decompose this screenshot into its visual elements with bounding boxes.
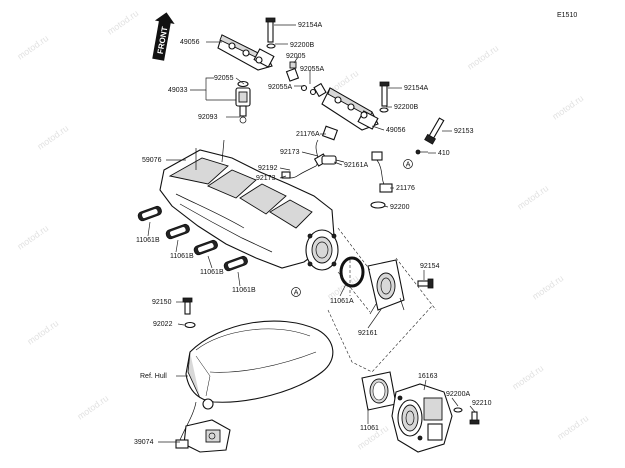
front-arrow-icon: FRONT [152,12,175,61]
part-label: 11061A [330,298,354,305]
washer-92022 [184,321,196,329]
part-label: 410 [438,150,450,157]
watermark: motod.ru [550,93,585,122]
part-label: 92055 [214,75,234,82]
gasket-11061B [223,255,248,272]
svg-text:A: A [406,162,411,169]
watermark: motod.ru [35,123,70,152]
sensor-21176 [371,151,393,193]
part-label: 92192 [258,165,278,172]
part-label: 11061B [136,237,160,244]
gasket-11061B [165,223,190,240]
part-label: 92173 [256,175,276,182]
part-label: 11061 [360,425,379,432]
part-label: 11061B [232,287,256,294]
assembly-guide-lines [327,227,437,373]
watermark: motod.ru [75,393,110,422]
gasket-11061B [137,205,162,222]
part-label: 92055A [268,84,292,91]
part-label: 92200 [390,204,410,211]
part-label: 92200B [394,104,418,111]
bolt-92150 [182,297,193,315]
leader-lines [147,24,476,443]
part-label: 92093 [198,114,218,121]
watermark: motod.ru [555,413,590,442]
washer-92200 [370,201,386,209]
part-label: 92005 [286,53,306,60]
watermark: motod.ru [25,318,60,347]
part-label: 92200B [290,42,314,49]
throttle-body-16163 [391,383,453,453]
part-label: 92154 [420,263,440,270]
part-labels: 92154A 49056 92200B 92005 92055A 92055 4… [134,22,492,446]
part-label: 39074 [134,439,154,446]
oring-11061A [339,256,365,288]
part-label: 21176A [296,131,320,138]
intake-manifold-59076 [159,139,339,271]
bolt-92154A-lower [379,81,390,107]
watermark: motod.ru [510,363,545,392]
part-label: 92200A [446,391,470,398]
fuel-rail-upper [217,34,275,71]
ref-hull-note: Ref. Hull [140,373,167,380]
svg-text:A: A [294,290,299,297]
fuel-rail-lower [321,87,379,131]
part-label: 92055A [300,66,324,73]
watermark: motod.ru [465,43,500,72]
injector-49033 [235,80,251,124]
callout-a-upper: A [403,159,413,169]
diagram-code: E1510 [557,12,577,19]
watermark: motod.ru [15,223,50,252]
callout-a-lower: A [291,287,301,297]
bolt-92210 [469,411,480,425]
part-label: 92161 [358,330,378,337]
watermark: motod.ru [515,183,550,212]
watermark: motod.ru [15,33,50,62]
part-label: 49056 [386,127,406,134]
watermark: motod.ru [530,273,565,302]
part-label: 92154A [404,85,428,92]
bolt-92153 [424,117,445,145]
adapter-92161 [367,259,405,315]
bolt-92154A-upper [265,17,276,43]
bracket-39074 [175,398,231,453]
fitting-92005 [285,61,327,98]
part-label: 49056 [180,39,200,46]
part-label: 92150 [152,299,172,306]
part-label: 49033 [168,87,188,94]
washer-92200A [453,407,463,413]
pin-410 [415,149,428,155]
part-label: 92022 [153,321,173,328]
gasket-11061 [361,371,397,411]
washer-92200B [379,107,389,113]
part-label: 21176 [396,185,415,192]
part-label: 92173 [280,149,300,156]
watermark: motod.ru [105,8,140,37]
part-label: 16163 [418,373,438,380]
bolt-92154 [417,278,434,289]
part-label: 92154A [298,22,322,29]
part-label: 11061B [200,269,224,276]
part-label: 92161A [344,162,368,169]
part-label: 92153 [454,128,474,135]
gasket-11061B [193,239,218,256]
hull-cover [185,320,334,403]
sensor-92161A [321,155,345,165]
part-label: 11061B [170,253,194,260]
part-label: 59076 [142,157,162,164]
part-label: 92210 [472,400,492,407]
washer-92200B [266,43,276,49]
